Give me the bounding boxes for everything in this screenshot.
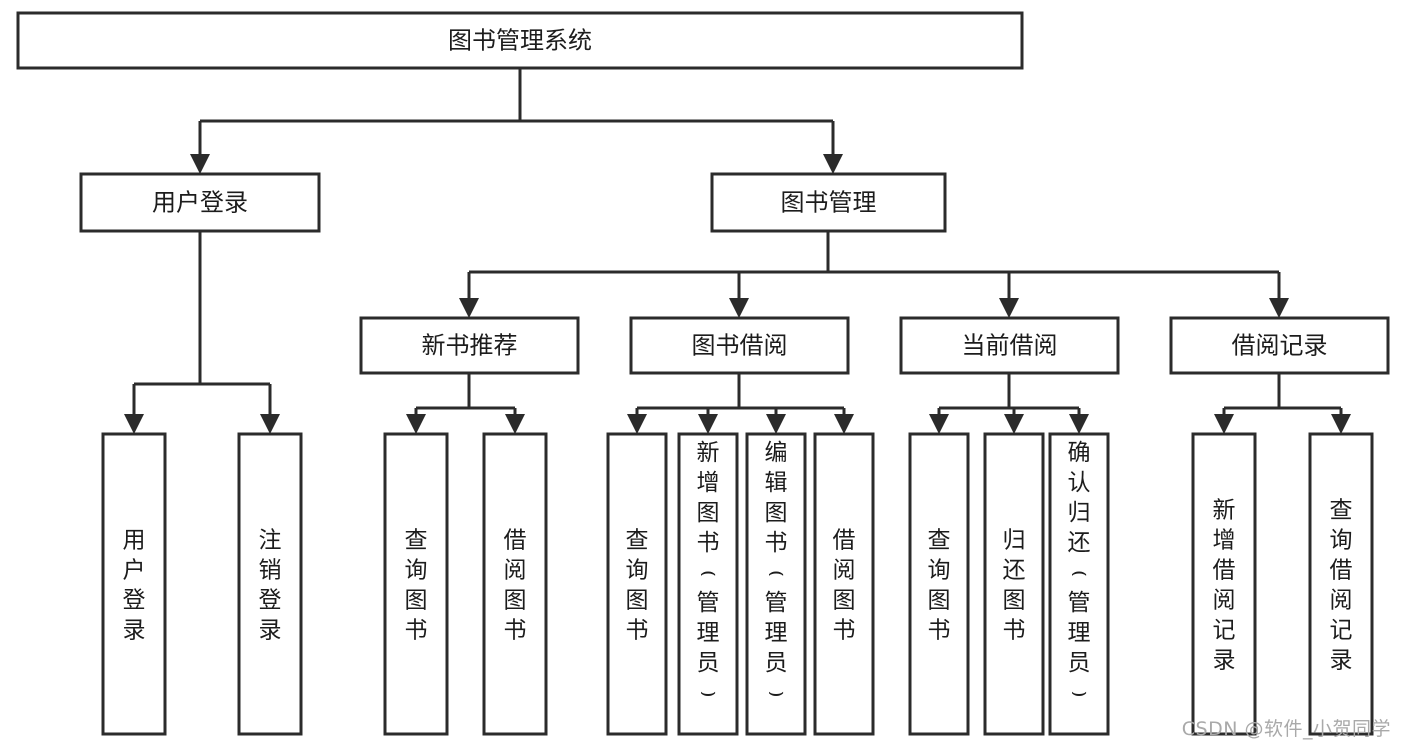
leaf-node-label: 查询图书 <box>405 527 428 643</box>
node-book-management-box[interactable] <box>710 172 947 233</box>
arrow-head-book-borrow <box>729 298 749 318</box>
leaf-node[interactable]: 借阅图书 <box>482 432 548 736</box>
node-borrow-record-label: 借阅记录 <box>1232 332 1328 360</box>
arrow-head-leaf-return-book <box>1004 414 1024 434</box>
leaf-node[interactable]: 查询借阅记录 <box>1308 432 1374 736</box>
leaf-node-label: 新增图书⌢管理员⌣ <box>697 440 720 707</box>
leaf-node-label: 借阅图书 <box>833 527 856 643</box>
arrow-head-borrow-record <box>1269 298 1289 318</box>
leaf-node[interactable]: 借阅图书 <box>813 432 875 736</box>
node-new-book-recommend-label: 新书推荐 <box>422 332 518 360</box>
leaf-node-box[interactable] <box>101 432 167 736</box>
leaf-node[interactable]: 查询图书 <box>606 432 668 736</box>
leaf-node-label: 查询图书 <box>626 527 649 643</box>
leaf-node[interactable]: 编辑图书⌢管理员⌣ <box>745 432 807 736</box>
arrow-head-leaf-query-book-borrow <box>627 414 647 434</box>
leaf-node[interactable]: 确认归还⌢管理员⌣ <box>1048 432 1110 736</box>
node-borrow-record-box[interactable] <box>1169 316 1390 375</box>
node-new-book-recommend[interactable]: 新书推荐 <box>359 316 580 375</box>
node-root-box[interactable] <box>16 11 1024 70</box>
node-user-login-box[interactable] <box>79 172 321 233</box>
leaf-node-box[interactable] <box>482 432 548 736</box>
node-root-label: 图书管理系统 <box>448 27 592 55</box>
node-layer: 图书管理系统 用户登录 图书管理 新书推荐 图书借阅 当前 <box>16 11 1390 736</box>
leaf-node-box[interactable] <box>1308 432 1374 736</box>
arrow-head-new-book-recommend <box>459 298 479 318</box>
leaf-node[interactable]: 查询图书 <box>908 432 970 736</box>
leaf-node[interactable]: 归还图书 <box>983 432 1045 736</box>
leaf-node-group: 用户登录 注销登录 查询图书 借阅图书 查询图书 新增图书⌢管理员⌣ 编辑图书⌢管理员⌣ 借阅… <box>101 432 1374 736</box>
arrow-head-book-management <box>823 154 843 174</box>
leaf-node[interactable]: 新增图书⌢管理员⌣ <box>677 432 739 736</box>
leaf-node-box[interactable] <box>677 432 739 736</box>
leaf-node-label: 借阅图书 <box>504 527 527 643</box>
arrow-head-leaf-edit-book-admin <box>766 414 786 434</box>
arrow-head-user-login <box>190 154 210 174</box>
node-book-borrow-box[interactable] <box>629 316 850 375</box>
leaf-node-label: 归还图书 <box>1003 527 1026 643</box>
leaf-node-label: 确认归还⌢管理员⌣ <box>1068 440 1091 707</box>
node-user-login[interactable]: 用户登录 <box>79 172 321 233</box>
leaf-node[interactable]: 查询图书 <box>383 432 449 736</box>
node-current-borrow-box[interactable] <box>899 316 1120 375</box>
node-book-borrow-label: 图书借阅 <box>692 332 788 360</box>
leaf-node-label: 注销登录 <box>259 527 282 643</box>
leaf-node-label: 查询图书 <box>928 527 951 643</box>
leaf-node-label: 编辑图书⌢管理员⌣ <box>765 440 788 707</box>
arrow-head-leaf-user-login <box>124 414 144 434</box>
arrow-head-leaf-borrow-book-rec <box>505 414 525 434</box>
leaf-node[interactable]: 新增借阅记录 <box>1191 432 1257 736</box>
arrow-head-leaf-query-book-rec <box>406 414 426 434</box>
arrow-head-current-borrow <box>999 298 1019 318</box>
arrow-head-leaf-add-book-admin <box>698 414 718 434</box>
node-book-borrow[interactable]: 图书借阅 <box>629 316 850 375</box>
leaf-node-box[interactable] <box>745 432 807 736</box>
node-book-management-label: 图书管理 <box>781 189 877 217</box>
leaf-node-label: 用户登录 <box>123 527 146 643</box>
leaf-node-label: 新增借阅记录 <box>1213 497 1236 673</box>
arrow-head-leaf-confirm-return-admin <box>1069 414 1089 434</box>
arrow-head-leaf-logout <box>260 414 280 434</box>
arrow-head-leaf-query-borrow-record <box>1331 414 1351 434</box>
node-current-borrow-label: 当前借阅 <box>962 332 1058 360</box>
node-new-book-recommend-box[interactable] <box>359 316 580 375</box>
leaf-node[interactable]: 用户登录 <box>101 432 167 736</box>
node-current-borrow[interactable]: 当前借阅 <box>899 316 1120 375</box>
leaf-node-box[interactable] <box>983 432 1045 736</box>
leaf-node[interactable]: 注销登录 <box>237 432 303 736</box>
arrow-head-leaf-borrow-book <box>834 414 854 434</box>
leaf-node-box[interactable] <box>1191 432 1257 736</box>
leaf-node-box[interactable] <box>383 432 449 736</box>
arrow-head-leaf-query-book-cur <box>929 414 949 434</box>
node-borrow-record[interactable]: 借阅记录 <box>1169 316 1390 375</box>
leaf-node-box[interactable] <box>813 432 875 736</box>
node-user-login-label: 用户登录 <box>152 189 248 217</box>
arrow-head-leaf-add-borrow-record <box>1214 414 1234 434</box>
connector-layer <box>124 68 1351 434</box>
leaf-node-box[interactable] <box>237 432 303 736</box>
leaf-node-label: 查询借阅记录 <box>1330 497 1353 673</box>
node-book-management[interactable]: 图书管理 <box>710 172 947 233</box>
leaf-node-box[interactable] <box>606 432 668 736</box>
leaf-node-box[interactable] <box>908 432 970 736</box>
node-root[interactable]: 图书管理系统 <box>16 11 1024 70</box>
leaf-node-box[interactable] <box>1048 432 1110 736</box>
